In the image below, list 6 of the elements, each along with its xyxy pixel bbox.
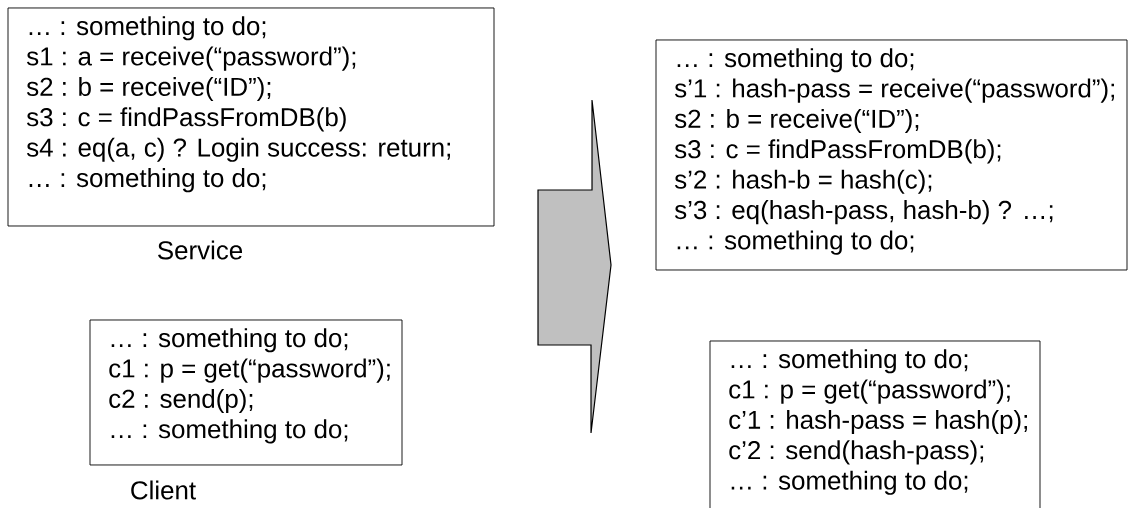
code-box: … : something to do; c1 : p = get(“password”); c2 : send(p); … : something to do; — [89, 319, 403, 466]
code-box: … : something to do; s1 : a = receive(“password”); s2 : b = receive(“ID”); s3 : c = findPassFromDB(b) s4 : eq(a, c) ? Login success: return; … : something to do; — [7, 7, 495, 227]
node-label: Service — [158, 240, 243, 260]
code-box: … : something to do; s’1 : hash-pass = receive(“password”); s2 : b = receive(“ID”); s3 : c = findPassFromDB(b); s’2 : hash-b = hash(c); s’3 : eq(hash-pass, hash-b) ? …; … : something to do; — [655, 39, 1128, 271]
code-box: … : something to do; c1 : p = get(“password”); c’1 : hash-pass = hash(p); c’2 : send(hash-pass); … : something to do; — [709, 340, 1041, 508]
node-label: Client — [131, 480, 196, 500]
